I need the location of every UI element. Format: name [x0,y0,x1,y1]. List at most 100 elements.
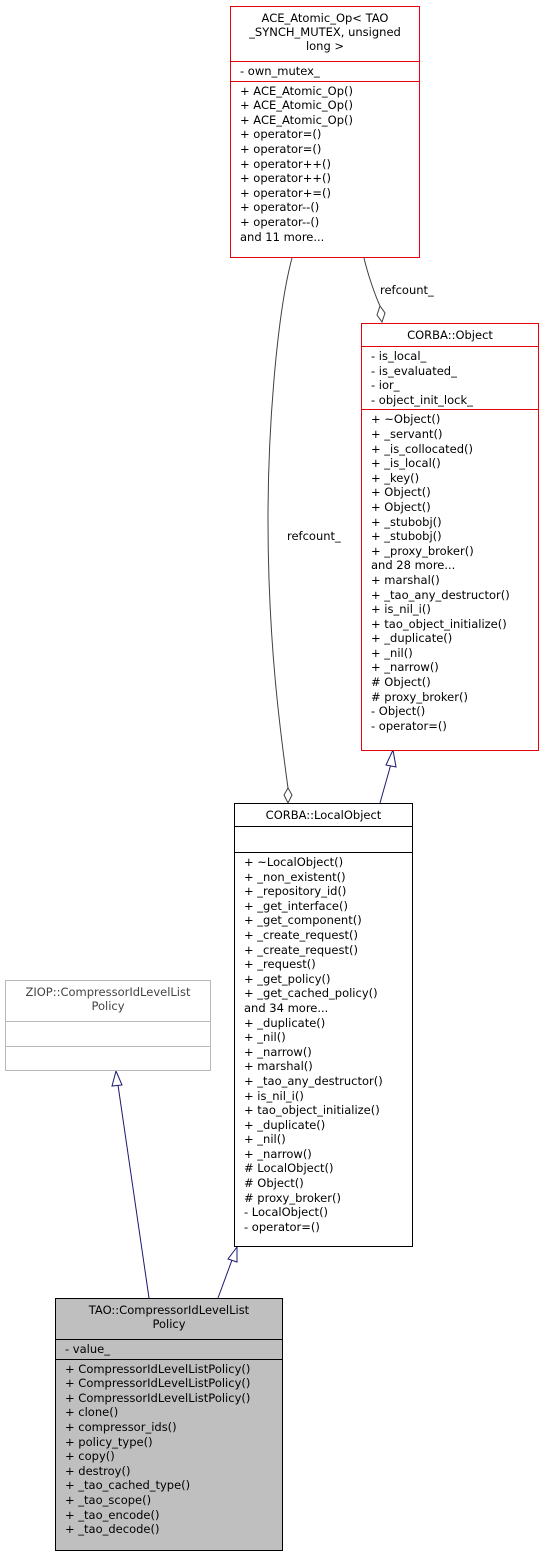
class-attributes: - own_mutex_ [231,61,419,81]
class-member: + marshal() [371,572,440,587]
class-member: + clone() [65,1405,119,1420]
edge-tao-to-localobject [217,1259,233,1299]
class-ace-atomic-op[interactable]: ACE_Atomic_Op< TAO _SYNCH_MUTEX, unsigne… [230,6,420,258]
class-member: + ~Object() [371,412,441,427]
class-member: + _duplicate() [244,1117,326,1132]
class-methods: + ~Object()+ _servant()+ _is_collocated(… [362,409,538,735]
class-member: + destroy() [65,1463,131,1478]
class-member: - operator=() [244,1219,320,1234]
class-member: + marshal() [244,1059,313,1074]
class-member: # Object() [371,675,431,690]
class-member: + _get_component() [244,913,362,928]
class-member: + _request() [244,957,316,972]
class-member: + Object() [371,485,431,500]
class-member: + CompressorIdLevelListPolicy() [65,1361,251,1376]
class-member: + _is_collocated() [371,441,473,456]
class-member: + _narrow() [244,1044,312,1059]
class-methods: + ~LocalObject()+ _non_existent()+ _repo… [235,852,412,1236]
class-member: + _tao_cached_type() [65,1478,191,1493]
class-methods: + ACE_Atomic_Op()+ ACE_Atomic_Op()+ ACE_… [231,80,419,247]
class-member: # LocalObject() [244,1161,334,1176]
class-title: ACE_Atomic_Op< TAO _SYNCH_MUTEX, unsigne… [249,11,401,53]
arrow-ziop-inherit [111,1069,123,1087]
edge-localobject-to-object [379,763,392,804]
class-member: + policy_type() [65,1434,153,1449]
class-member: - operator=() [371,718,447,733]
class-member: + operator--() [240,200,320,215]
edge-label-refcount-localobject: refcount_ [287,529,341,543]
class-member: + operator--() [240,214,320,229]
class-member: + tao_object_initialize() [371,616,507,631]
class-member: + _tao_any_destructor() [371,587,510,602]
class-attributes [235,826,412,852]
edge-atomic-to-localobject [267,257,293,789]
class-member: + CompressorIdLevelListPolicy() [65,1390,251,1405]
class-member: + _repository_id() [244,884,347,899]
class-member: # Object() [244,1176,304,1191]
class-member: + _duplicate() [244,1015,326,1030]
class-corba-object[interactable]: CORBA::Object - is_local_- is_evaluated_… [361,323,539,751]
class-member: + _duplicate() [371,631,453,646]
class-member: + ACE_Atomic_Op() [240,83,354,98]
class-member: + _get_policy() [244,971,331,986]
class-member: + _tao_any_destructor() [244,1073,383,1088]
class-member: + operator=() [240,127,322,142]
class-member: + Object() [371,499,431,514]
class-methods: + CompressorIdLevelListPolicy()+ Compres… [56,1358,282,1539]
class-member: + _create_request() [244,927,358,942]
class-member: + _proxy_broker() [371,543,474,558]
class-member: # proxy_broker() [371,689,468,704]
class-member: - object_init_lock_ [371,392,473,407]
arrow-localobject-inherit [227,1245,238,1263]
class-member: + _tao_encode() [65,1507,160,1522]
edge-atomic-to-object [363,257,381,307]
class-member: - ior_ [371,378,400,393]
class-member: - value_ [65,1342,110,1356]
class-member: + _nil() [371,645,413,660]
class-member: + _tao_scope() [65,1492,152,1507]
class-member: - is_local_ [371,349,427,363]
class-ziop-policy[interactable]: ZIOP::CompressorIdLevelList Policy [5,980,211,1071]
edge-label-refcount-object: refcount_ [380,283,434,297]
class-member: + _get_interface() [244,898,348,913]
class-title: CORBA::LocalObject [265,808,382,822]
class-member: + ACE_Atomic_Op() [240,112,354,127]
class-member: + operator++() [240,156,331,171]
class-member: + copy() [65,1449,115,1464]
class-member: + _stubobj() [371,529,442,544]
class-member: + _servant() [371,426,443,441]
class-attributes: - is_local_- is_evaluated_- ior_- object… [362,346,538,409]
class-corba-localobject[interactable]: CORBA::LocalObject + ~LocalObject()+ _no… [234,803,413,1247]
class-member: + is_nil_i() [244,1088,304,1103]
class-member: + operator++() [240,171,331,186]
class-tao-policy[interactable]: TAO::CompressorIdLevelList Policy - valu… [55,1298,283,1551]
class-member: + operator=() [240,141,322,156]
class-member: + _narrow() [371,660,439,675]
diamond-object-refcount [376,304,386,324]
class-methods [6,1046,210,1070]
class-member: + _nil() [244,1132,286,1147]
class-member: + _create_request() [244,942,358,957]
class-member: and 34 more... [244,1000,329,1015]
class-member: and 28 more... [371,558,456,573]
class-member: + CompressorIdLevelListPolicy() [65,1376,251,1391]
class-attributes: - value_ [56,1339,282,1359]
class-member: + compressor_ids() [65,1419,177,1434]
class-member: + operator+=() [240,185,331,200]
class-member: + _key() [371,470,420,485]
class-member: # proxy_broker() [244,1190,341,1205]
arrow-object-inherit [385,748,397,768]
diamond-localobject-refcount [283,786,293,805]
class-member: - Object() [371,704,426,719]
class-member: + _get_cached_policy() [244,986,378,1001]
class-member: + _narrow() [244,1146,312,1161]
class-member: - LocalObject() [244,1205,329,1220]
class-member: + _nil() [244,1030,286,1045]
class-member: + ACE_Atomic_Op() [240,98,354,113]
edge-tao-to-ziop [117,1084,150,1299]
class-member: + tao_object_initialize() [244,1103,380,1118]
class-member: - is_evaluated_ [371,363,457,378]
class-member: - own_mutex_ [240,64,320,78]
class-member: + ~LocalObject() [244,855,344,869]
